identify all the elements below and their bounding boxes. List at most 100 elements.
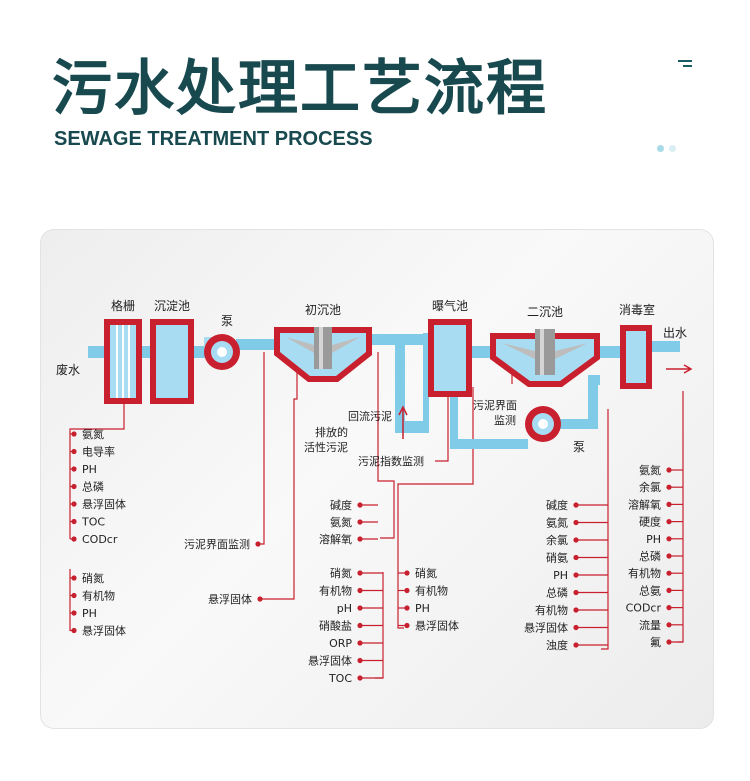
parameter-dot — [357, 640, 363, 646]
parameter-dot — [71, 483, 77, 490]
parameter-dot — [573, 554, 579, 561]
pipe-segment — [395, 337, 405, 433]
parameter-dot — [71, 501, 77, 507]
parameter-label: 余氯 — [639, 480, 661, 494]
outlet-arrow — [666, 364, 693, 374]
parameter-label: 总磷 — [639, 549, 661, 563]
sludge-interface-line — [258, 352, 265, 545]
parameter-dot — [666, 467, 672, 473]
pipe-segment — [236, 339, 274, 350]
parameter-label: 有机物 — [535, 603, 568, 617]
label-grid: 格栅 — [111, 298, 135, 313]
parameter-label: 总氨 — [639, 583, 661, 597]
pipe-segment — [588, 375, 600, 385]
effluent-line — [677, 391, 684, 643]
aeration-outlet-line — [397, 387, 474, 629]
aeration-upper-line — [377, 352, 395, 539]
label-interface-2: 监测 — [494, 414, 516, 427]
parameter-dot — [666, 587, 672, 593]
secondary-clarifier — [490, 329, 600, 387]
parameter-dot — [71, 610, 77, 616]
parameter-dot — [357, 675, 363, 681]
process-diagram-card: 格栅 沉淀池 泵 初沉池 曝气池 二沉池 消毒室 泵 废水 出水 回流污泥 排放… — [40, 229, 714, 729]
parameter-dot — [71, 627, 77, 634]
label-excess-2: 活性污泥 — [304, 440, 348, 454]
label-pump2: 泵 — [573, 440, 585, 454]
grid-unit — [104, 319, 142, 404]
label-return-sludge: 回流污泥 — [348, 409, 392, 423]
parameter-label: 悬浮固体 — [82, 497, 126, 511]
label-pump1: 泵 — [221, 314, 233, 328]
suspended-solids-line — [260, 352, 298, 600]
parameter-dot — [257, 596, 263, 602]
label-primary: 初沉池 — [305, 303, 341, 317]
process-diagram: 格栅 沉淀池 泵 初沉池 曝气池 二沉池 消毒室 泵 废水 出水 回流污泥 排放… — [56, 298, 693, 685]
parameter-label: 硝氮 — [82, 571, 104, 585]
parameter-dot — [573, 502, 579, 508]
pipe-segment — [450, 439, 528, 449]
parameter-label: PH — [646, 533, 661, 546]
parameter-label: 悬浮固体 — [82, 624, 126, 638]
parameter-dot — [71, 536, 77, 542]
disinfection-chamber — [620, 325, 652, 389]
parameter-label: 悬浮固体 — [415, 619, 459, 633]
parameter-dot — [666, 622, 672, 628]
parameter-label: 氨氮 — [82, 427, 104, 441]
dot-active — [657, 145, 664, 152]
influent-bracket — [69, 404, 125, 539]
parameter-dot — [71, 575, 77, 581]
pagination-dots — [657, 137, 681, 156]
parameter-label: CODcr — [626, 602, 662, 615]
parameter-dot — [357, 519, 363, 525]
parameter-label: PH — [415, 602, 430, 615]
label-secondary: 二沉池 — [527, 305, 563, 319]
parameter-dot — [666, 519, 672, 525]
parameter-dot — [71, 518, 77, 525]
parameter-dot — [666, 605, 672, 611]
label-settling: 沉淀池 — [154, 299, 190, 313]
parameter-label: 余氯 — [546, 533, 568, 547]
parameter-label: TOC — [81, 516, 105, 529]
parameter-dot — [666, 501, 672, 507]
parameter-label: 浊度 — [546, 638, 568, 652]
parameter-label: 溶解氧 — [628, 497, 661, 511]
parameter-label: 总磷 — [82, 480, 104, 494]
parameter-dot — [357, 570, 363, 576]
secondary-line — [601, 409, 609, 650]
parameter-lists: 氨氮电导率PH总磷悬浮固体TOCCODcr硝氮有机物PH悬浮固体碱度氨氮溶解氧硝… — [70, 427, 683, 685]
parameter-dot — [71, 592, 77, 599]
pipe-segment — [588, 375, 598, 429]
parameter-label: 总磷 — [546, 586, 568, 600]
pipe-segment — [88, 346, 104, 358]
label-interface-1: 污泥界面 — [473, 399, 517, 412]
parameter-dot — [357, 657, 363, 664]
primary-clarifier — [274, 327, 372, 382]
parameter-dot — [404, 605, 410, 611]
parameter-label: 悬浮固体 — [524, 621, 568, 635]
return-arrow — [398, 405, 408, 439]
parameter-dot — [573, 519, 579, 526]
parameter-dot — [573, 642, 579, 648]
label-disinfection: 消毒室 — [619, 302, 655, 317]
parameter-dot — [573, 624, 579, 631]
pipe-segment — [600, 346, 620, 358]
pipe-segment — [472, 346, 490, 358]
parameter-dot — [357, 605, 363, 611]
unit-labels: 格栅 沉淀池 泵 初沉池 曝气池 二沉池 消毒室 泵 废水 出水 回流污泥 排放… — [56, 298, 687, 468]
parameter-label: 硬度 — [639, 515, 661, 529]
parameter-label: PH — [82, 607, 97, 620]
parameter-label: TOC — [328, 672, 352, 685]
parameter-dot — [357, 622, 363, 629]
parameter-dot — [666, 536, 672, 542]
menu-icon[interactable] — [678, 60, 692, 70]
label-aeration: 曝气池 — [432, 298, 468, 313]
pump-2 — [525, 406, 561, 442]
label-sludge-index: 污泥指数监测 — [358, 454, 424, 468]
dot-inactive — [669, 145, 676, 152]
pipe-segment — [142, 346, 150, 358]
parameter-dot — [666, 553, 672, 559]
parameter-label: 流量 — [639, 618, 661, 632]
parameter-dot — [255, 541, 261, 547]
parameter-label: 氨氮 — [330, 515, 352, 529]
parameter-dot — [573, 607, 579, 613]
